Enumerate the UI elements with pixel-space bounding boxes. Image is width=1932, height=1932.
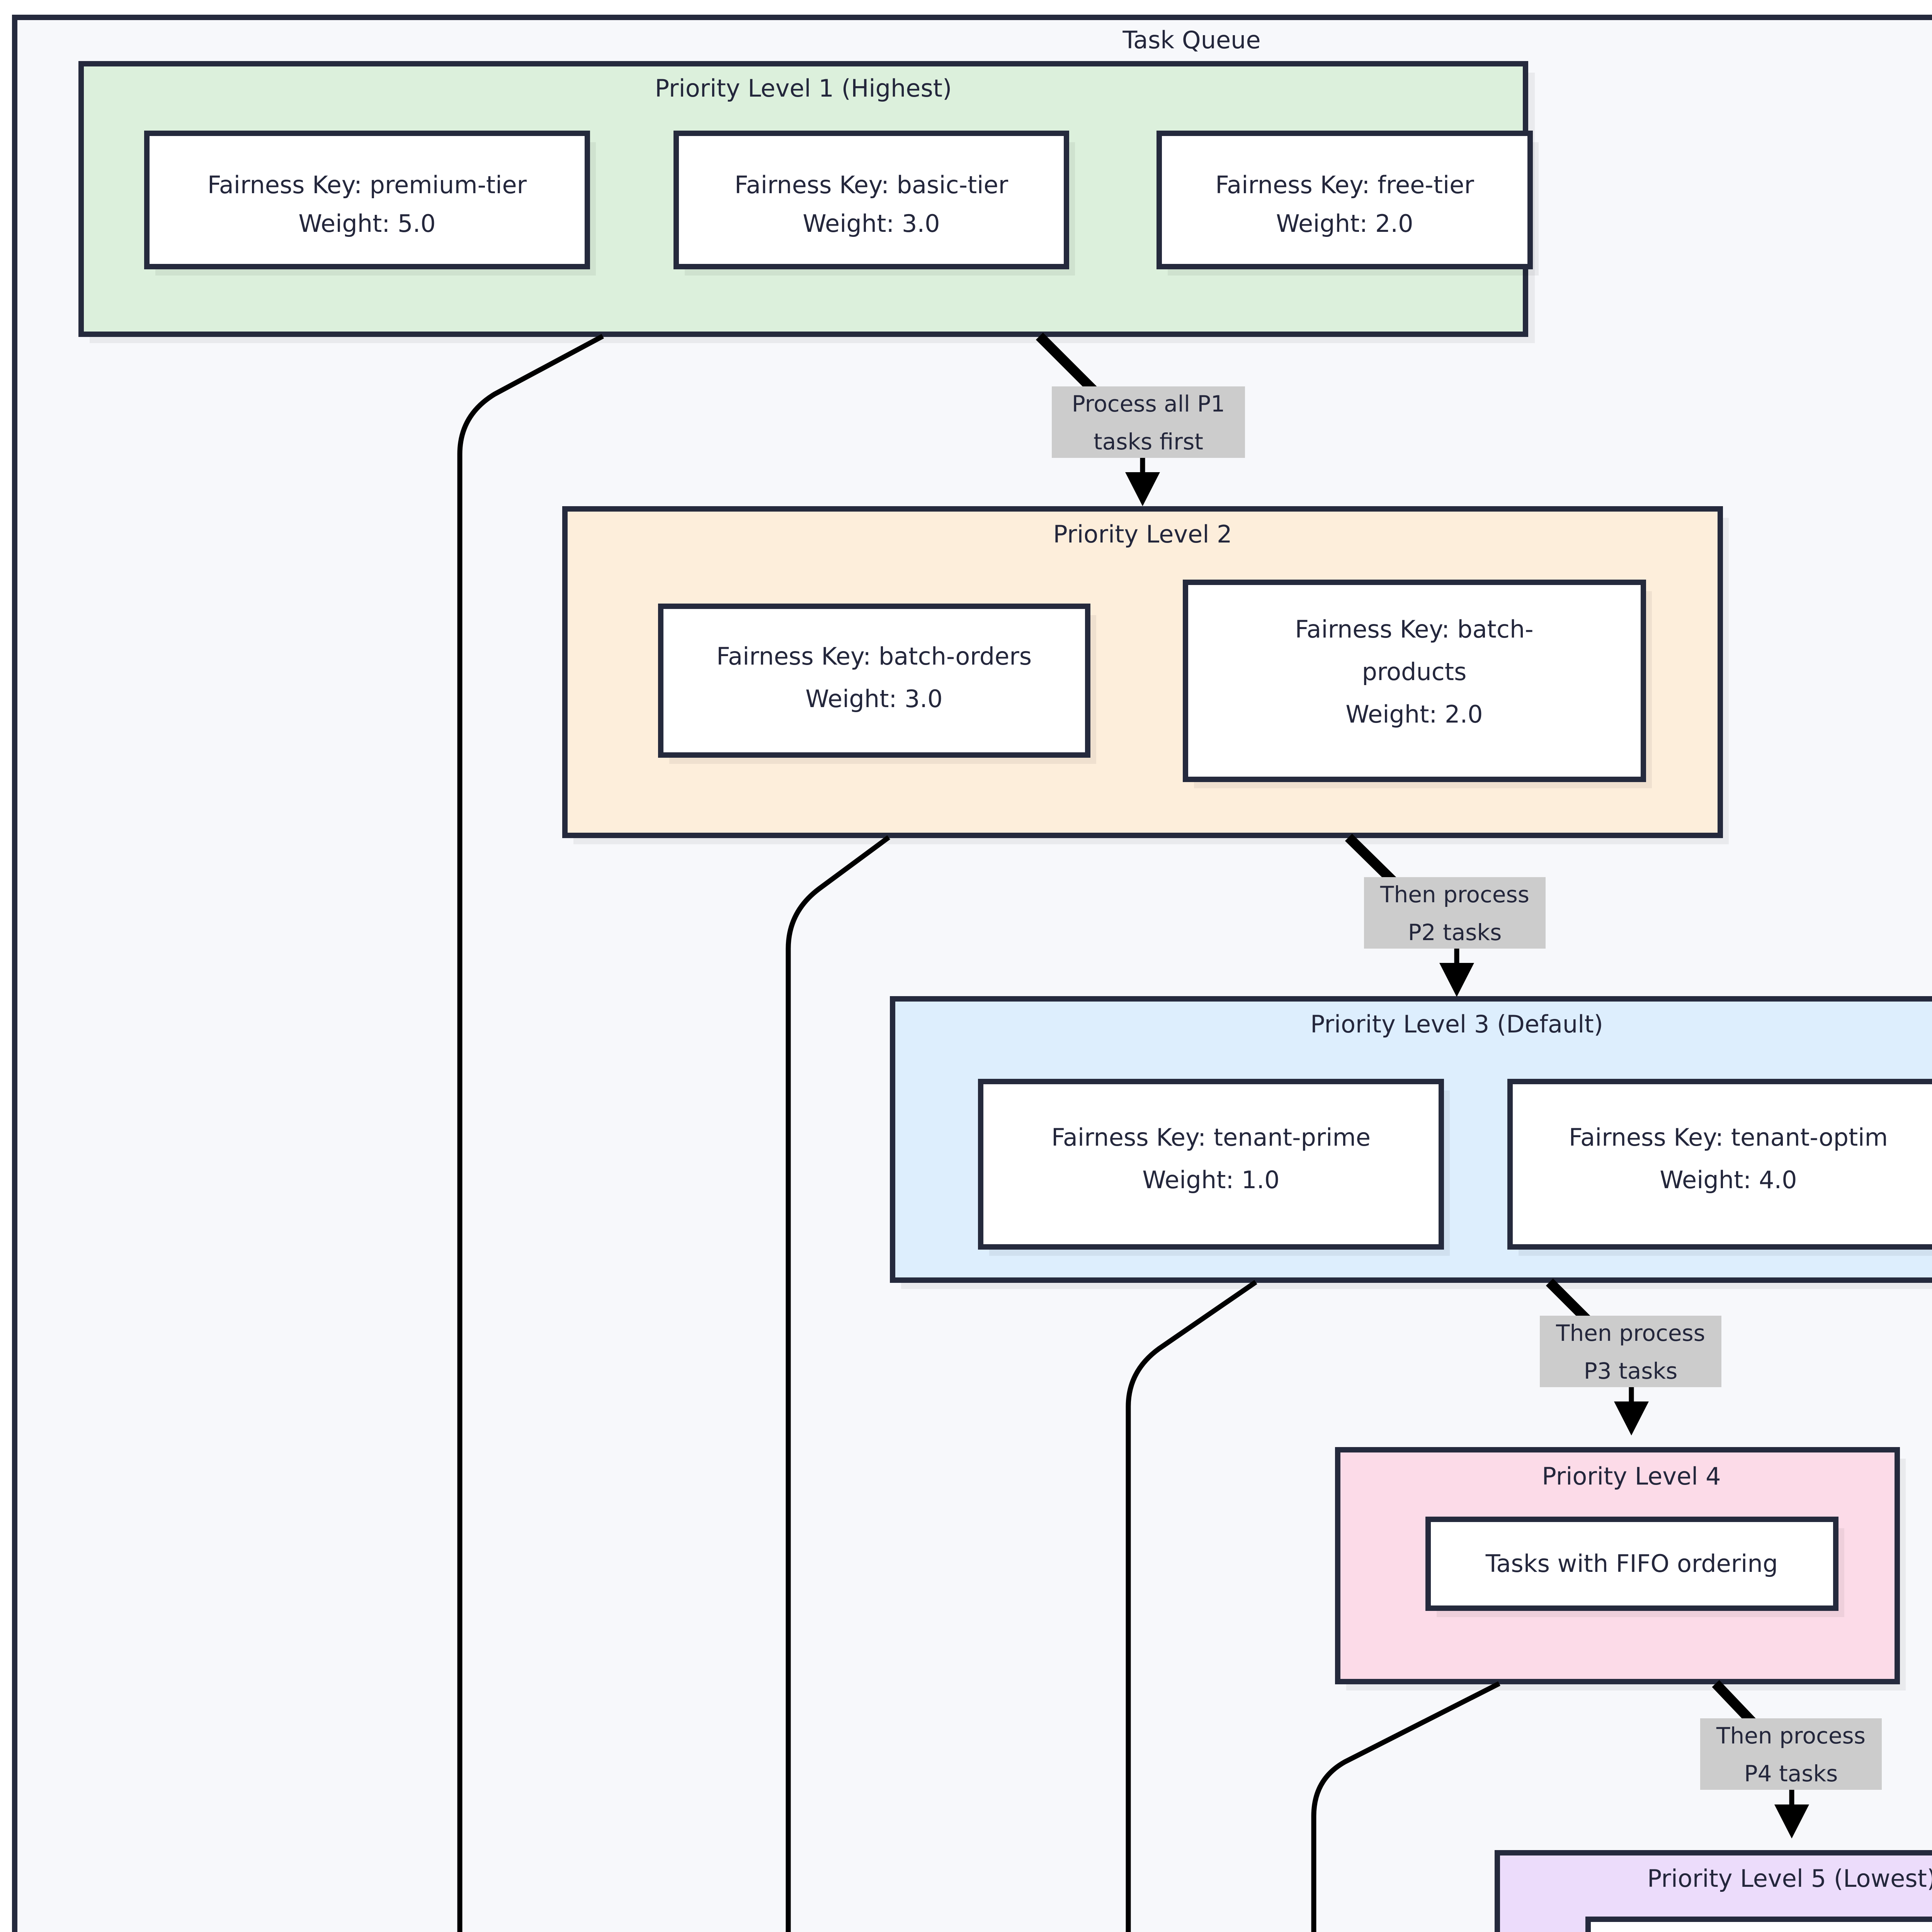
edge-p1-to-workers [457, 334, 604, 1932]
cluster-title-p2: Priority Level 2 [1053, 520, 1232, 548]
node-p1c[interactable] [1156, 131, 1533, 269]
edge-p1-to-p2 [1036, 332, 1097, 394]
edge-p3-to-workers [1126, 1280, 1257, 1932]
node-p4a[interactable] [1425, 1517, 1838, 1611]
node-p2b-line2: products [1362, 658, 1467, 686]
node-p3b[interactable] [1507, 1079, 1932, 1250]
edge-p3-to-p4 [1546, 1278, 1592, 1325]
node-p3b-line1: Fairness Key: tenant-optim [1569, 1123, 1888, 1151]
node-p2b-line1: Fairness Key: batch- [1295, 615, 1533, 643]
edge-p4-to-p5 [1712, 1680, 1758, 1728]
node-p1b-line2: Weight: 3.0 [803, 209, 940, 238]
node-p1a[interactable] [144, 131, 590, 269]
arrowhead-p3-to-p4 [1614, 1401, 1649, 1435]
edge-label-2-line2: P2 tasks [1408, 919, 1502, 946]
cluster-title-p5: Priority Level 5 (Lowest) [1647, 1864, 1932, 1893]
node-p1c-line2: Weight: 2.0 [1276, 209, 1413, 238]
edge-p2-to-p3 [1345, 833, 1399, 887]
node-p1b-line1: Fairness Key: basic-tier [735, 171, 1009, 199]
edge-label-3-line2: P3 tasks [1584, 1358, 1678, 1384]
cluster-title-taskqueue: Task Queue [1122, 26, 1260, 54]
node-p2a[interactable] [658, 604, 1090, 758]
node-p5a[interactable] [1585, 1917, 1932, 1932]
node-p1b[interactable] [673, 131, 1069, 269]
node-p1c-line1: Fairness Key: free-tier [1215, 171, 1474, 199]
edge-label-1-line2: tasks first [1094, 429, 1203, 455]
node-p3a-line2: Weight: 1.0 [1142, 1166, 1279, 1194]
edge-label-3-line1: Then process [1556, 1320, 1705, 1346]
edge-p4-to-workers [1311, 1681, 1500, 1932]
edge-p2-to-workers [786, 835, 890, 1932]
node-p1a-line1: Fairness Key: premium-tier [207, 171, 527, 199]
node-p2b-line3: Weight: 2.0 [1345, 700, 1483, 728]
node-p3a-line1: Fairness Key: tenant-prime [1051, 1123, 1371, 1151]
node-p2b[interactable] [1183, 580, 1646, 782]
edge-label-2-line1: Then process [1380, 881, 1529, 908]
arrowhead-p2-to-p3 [1439, 963, 1474, 997]
node-p2a-line1: Fairness Key: batch-orders [716, 642, 1032, 670]
edge-label-1-line1: Process all P1 [1072, 391, 1225, 417]
cluster-title-p1: Priority Level 1 (Highest) [655, 74, 952, 102]
edge-label-4-line2: P4 tasks [1744, 1760, 1838, 1787]
edge-label-bg-3 [1540, 1316, 1721, 1387]
node-p4a-line1: Tasks with FIFO ordering [1485, 1549, 1778, 1578]
edge-label-4-line1: Then process [1716, 1723, 1866, 1749]
edge-label-bg-4 [1700, 1718, 1882, 1790]
node-p1a-line2: Weight: 5.0 [298, 209, 435, 238]
arrowhead-p1-to-p2 [1125, 472, 1160, 506]
cluster-title-p4: Priority Level 4 [1542, 1462, 1721, 1490]
cluster-title-p3: Priority Level 3 (Default) [1310, 1010, 1603, 1038]
edge-label-bg-1 [1052, 386, 1245, 458]
edge-label-bg-2 [1364, 877, 1546, 949]
node-p2a-line2: Weight: 3.0 [805, 685, 942, 713]
arrowhead-p4-to-p5 [1774, 1804, 1809, 1838]
node-p3a[interactable] [978, 1079, 1444, 1250]
node-p3b-line2: Weight: 4.0 [1660, 1166, 1797, 1194]
